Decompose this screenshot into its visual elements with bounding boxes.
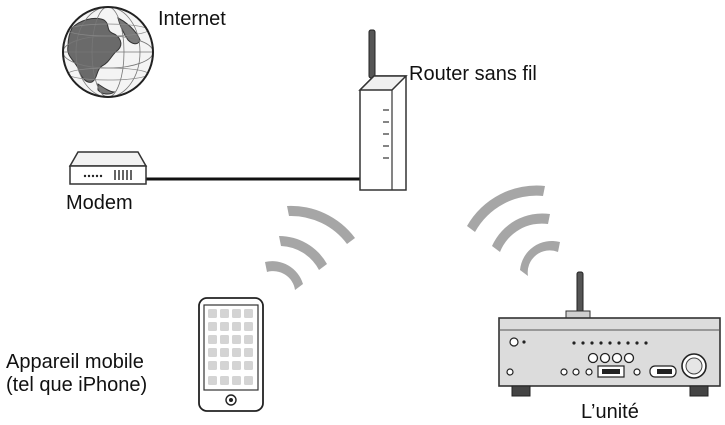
mobile-device-label: Appareil mobile (tel que iPhone) (6, 351, 147, 397)
mobile-device-label-line2: (tel que iPhone) (6, 374, 148, 396)
av-receiver-icon (498, 271, 721, 397)
smartphone-icon (198, 297, 264, 412)
wifi-wave-icon (467, 185, 560, 276)
modem-label: Modem (66, 192, 133, 214)
modem-icon (68, 151, 148, 185)
router-label: Router sans fil (409, 63, 537, 85)
wifi-wave-icon (265, 205, 355, 290)
router-icon (358, 29, 408, 191)
globe-icon (62, 6, 154, 98)
unit-label: L’unité (581, 401, 639, 423)
internet-label: Internet (158, 8, 226, 30)
mobile-device-label-line1: Appareil mobile (6, 351, 144, 373)
